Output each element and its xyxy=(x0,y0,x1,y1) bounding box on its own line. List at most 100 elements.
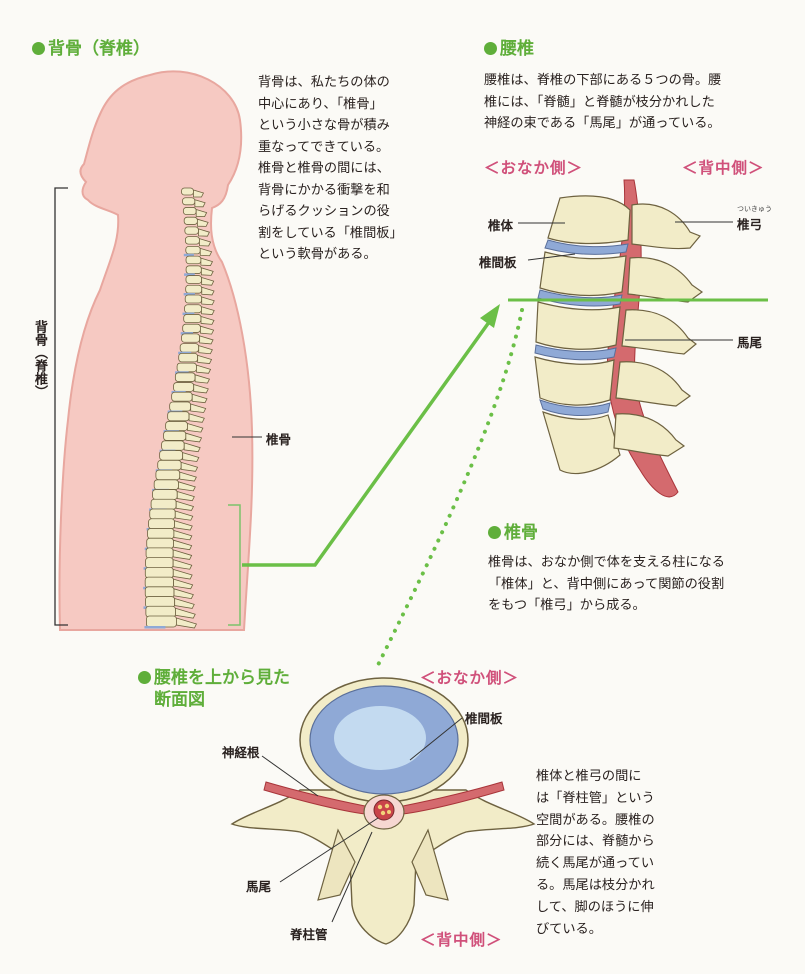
spinous-process xyxy=(180,461,199,472)
vertebra-heading: 椎骨 xyxy=(488,518,538,543)
vertebra xyxy=(161,440,185,451)
spinous-process xyxy=(196,364,212,374)
vertebra-description: 椎骨は、おなか側で体を支える柱になる 「椎体」と、背中側にあって関節の役割 をも… xyxy=(488,552,788,617)
spinous-process xyxy=(193,384,209,394)
text-line: 重なってできている。 xyxy=(258,139,390,155)
spine-heading: 背骨（脊椎） xyxy=(32,34,150,59)
spinous-process xyxy=(183,442,201,453)
vertebra xyxy=(155,469,181,481)
bullet-icon xyxy=(138,671,151,684)
lumbar-highlight-bracket xyxy=(228,504,241,626)
disc xyxy=(144,626,166,629)
vertebra xyxy=(174,372,196,382)
spinous-process xyxy=(198,345,213,355)
text-line: をもつ「椎弓」から成る。 xyxy=(488,598,646,613)
spinous-process xyxy=(201,296,215,306)
zoom-arrow xyxy=(242,316,494,567)
cs-disc-leader xyxy=(409,717,463,761)
vertebra xyxy=(159,450,184,461)
cauda-label: 馬尾 xyxy=(737,335,763,350)
text-line: して、脚のほうに伸 xyxy=(536,899,654,915)
lumbar-description: 腰椎は、脊椎の下部にある５つの骨。腰 椎には、「脊髄」と脊髄が枝分かれした 神経… xyxy=(484,70,784,135)
spinous-process xyxy=(197,354,213,364)
spinous-process xyxy=(176,617,197,629)
vertebra xyxy=(179,343,200,353)
vertebra xyxy=(176,362,197,373)
cs-back-side-label: ＜背中側＞ xyxy=(420,931,503,949)
vertebra xyxy=(185,284,203,294)
spinous-process xyxy=(174,520,193,531)
spinous-process xyxy=(201,306,215,315)
dotted-connector xyxy=(376,308,524,667)
canal-label: 脊柱管 xyxy=(290,927,328,942)
spine-description: 背骨は、私たちの体の 中心にあり、「椎骨」 という小さな骨が積み 重なってできて… xyxy=(258,72,428,266)
spinous-process xyxy=(193,189,205,198)
cs-canal-leader xyxy=(331,831,373,923)
spinous-process xyxy=(172,559,193,570)
vertebra xyxy=(146,615,177,628)
text-line: 中心にあり、「椎骨」 xyxy=(258,96,383,112)
vertebra xyxy=(144,566,174,579)
vertebra xyxy=(184,304,202,314)
cs-nerve-leader xyxy=(261,755,319,797)
vertebra xyxy=(185,265,202,274)
spinous-process xyxy=(194,199,206,208)
vertebra xyxy=(147,528,175,540)
vertebra xyxy=(181,187,194,196)
spinous-process xyxy=(174,510,194,521)
vertebra xyxy=(182,207,197,216)
text-line: 背骨にかかる衝撃を和 xyxy=(258,182,390,198)
bullet-icon xyxy=(32,42,45,55)
spinous-process xyxy=(199,238,212,247)
text-line: 神経の束である「馬尾」が通っている。 xyxy=(484,116,721,131)
spinous-process xyxy=(188,413,205,423)
spinous-process xyxy=(179,471,197,482)
cross-section xyxy=(230,677,536,945)
cs-disc-label: 椎間板 xyxy=(465,711,503,726)
text-line: 椎骨と椎骨の間には、 xyxy=(258,161,390,176)
arrow-head xyxy=(480,304,500,328)
spinous-process xyxy=(200,325,215,335)
spinous-process xyxy=(173,539,193,551)
vertebra xyxy=(182,197,196,206)
vertebra xyxy=(185,255,202,265)
spinous-process xyxy=(199,335,214,345)
spinous-process xyxy=(172,549,193,560)
spine-bracket xyxy=(54,187,68,626)
text-line: は「脊柱管」という xyxy=(536,790,655,806)
vertebra xyxy=(145,547,174,559)
text-line: 続く馬尾が通ってい xyxy=(536,856,655,872)
spinous-process xyxy=(176,491,195,502)
spinous-process xyxy=(187,422,204,433)
vertebra xyxy=(145,605,176,618)
vertebra xyxy=(171,391,193,402)
spinous-process xyxy=(201,277,215,286)
arch-ruby: ついきゅう xyxy=(737,205,772,213)
text-line: という小さな骨が積み xyxy=(258,118,390,133)
bullet-icon xyxy=(488,526,501,539)
spine-bracket-label: 背骨（脊椎） xyxy=(32,320,47,398)
vertebra xyxy=(144,586,175,598)
text-line: 椎骨は、おなか側で体を支える柱になる xyxy=(488,555,725,570)
vertebra xyxy=(157,459,182,471)
disc xyxy=(184,273,195,276)
vertebra xyxy=(167,411,190,422)
text-line: 背骨は、私たちの体の xyxy=(258,75,390,90)
text-line: 「椎体」と、背中側にあって関節の役割 xyxy=(488,576,725,592)
disc xyxy=(182,312,195,316)
disc-leader xyxy=(527,253,576,261)
vertebra xyxy=(150,498,177,510)
vertebra xyxy=(183,216,198,225)
spinous-process xyxy=(175,607,196,619)
cross-section-heading: 腰椎を上から見た 断面図 xyxy=(138,667,290,711)
spinous-process xyxy=(200,267,214,276)
text-line: 部分には、脊髄から xyxy=(536,834,655,850)
disc-label: 椎間板 xyxy=(479,255,517,270)
vertebra-label: 椎骨 xyxy=(266,432,292,447)
text-line: 腰椎は、脊椎の下部にある５つの骨。腰 xyxy=(484,73,722,88)
text-line: びている。 xyxy=(536,921,602,937)
vertebra xyxy=(153,479,179,490)
cross-section-description: 椎体と椎弓の間に は「脊柱管」という 空間がある。腰椎の 部分には、脊髄から 続… xyxy=(536,766,686,940)
text-line: る。馬尾は枝分かれ xyxy=(536,877,655,893)
cs-front-side-label: ＜おなか側＞ xyxy=(420,669,520,687)
